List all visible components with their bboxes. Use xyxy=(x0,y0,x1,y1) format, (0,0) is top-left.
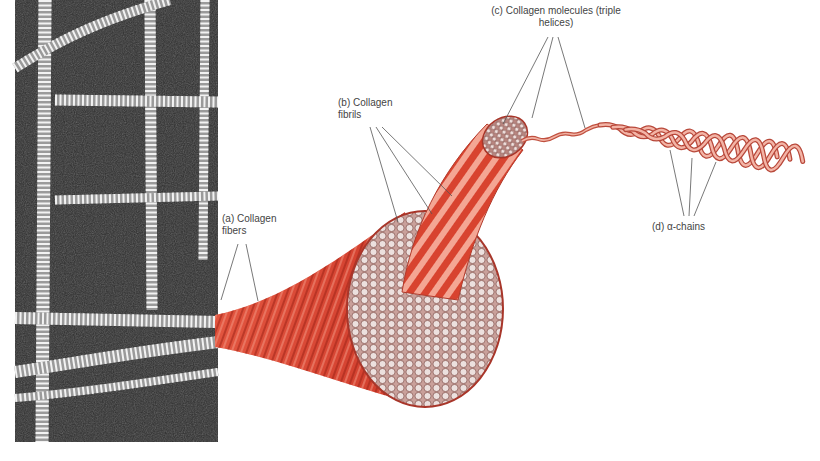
leader-line xyxy=(503,37,548,124)
fiber-bands xyxy=(15,372,218,398)
fiber-bands xyxy=(55,196,218,200)
leader-lines xyxy=(221,37,716,301)
molecule-strand xyxy=(522,125,600,141)
part-label: (b) Collagen fibrils xyxy=(338,97,412,121)
fiber-bands xyxy=(55,100,218,102)
fiber-base xyxy=(150,0,152,310)
micrograph-ground xyxy=(15,0,218,442)
fiber-base xyxy=(15,342,218,372)
molecule xyxy=(522,125,600,141)
leader-line xyxy=(694,162,716,216)
fiber-base xyxy=(15,318,218,322)
fiber-bands xyxy=(15,0,170,68)
leader-line xyxy=(558,37,585,128)
leader-line xyxy=(221,244,238,300)
leader-line xyxy=(689,158,692,216)
micrograph-texture xyxy=(15,0,218,442)
leader-line xyxy=(532,37,553,118)
fiber-base xyxy=(15,372,218,398)
fiber-base xyxy=(203,0,205,260)
fiber-bands xyxy=(42,0,45,442)
fiber-bands xyxy=(150,0,152,310)
fiber-bands xyxy=(15,342,218,372)
triple-helix xyxy=(598,111,806,175)
leader-line xyxy=(370,127,398,222)
fiber-base xyxy=(55,196,218,200)
molecule-strand-highlight xyxy=(522,125,600,141)
leader-line xyxy=(376,127,432,214)
leader-line xyxy=(382,127,452,196)
leader-line xyxy=(670,150,684,216)
part-label: (d) α-chains xyxy=(652,221,742,233)
fibril xyxy=(402,108,536,300)
fiber-base xyxy=(42,0,45,442)
micrograph-fibers xyxy=(15,0,218,442)
part-label: (c) Collagen molecules (triple helices) xyxy=(490,5,622,29)
fiber-base xyxy=(15,0,170,68)
leader-line xyxy=(246,244,258,301)
fiber-bands xyxy=(203,0,205,260)
fiber-base xyxy=(55,100,218,102)
fiber-bands xyxy=(15,318,218,322)
part-label: (a) Collagen fibers xyxy=(222,213,296,237)
micrograph xyxy=(15,0,218,442)
